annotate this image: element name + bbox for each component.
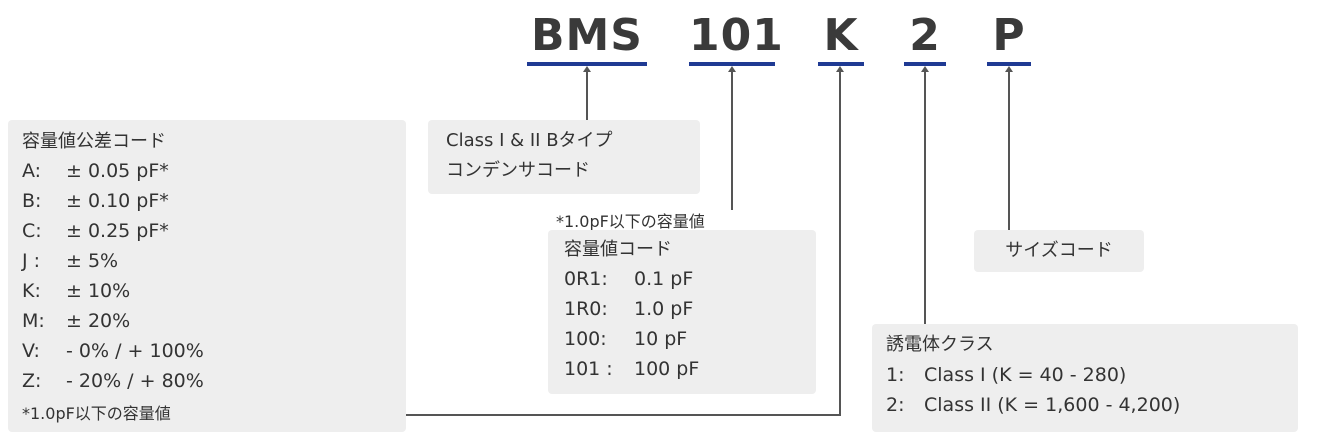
tolerance-box-title: 容量値公差コード — [22, 131, 166, 152]
tolerance-value: ± 20% — [66, 310, 131, 332]
capacitance-row: 101 : 100 pF — [564, 354, 816, 384]
code-size-underline — [987, 62, 1031, 66]
code-dielectric-underline — [904, 62, 946, 66]
capacitance-row: 1R0: 1.0 pF — [564, 294, 816, 324]
tolerance-row: M: ± 20% — [22, 306, 406, 336]
capacitance-footnote: *1.0pF以下の容量値 — [552, 208, 709, 232]
connector-size-line — [1008, 70, 1010, 230]
tolerance-row: C: ± 0.25 pF* — [22, 216, 406, 246]
tolerance-value: - 20% / + 80% — [66, 370, 204, 392]
code-capacitance-underline — [689, 62, 775, 66]
tolerance-value: ± 10% — [66, 280, 131, 302]
capacitance-value: 10 pF — [634, 328, 688, 350]
capacitance-value: 1.0 pF — [634, 298, 694, 320]
code-capacitance: 101 — [689, 10, 784, 61]
capacitance-value: 100 pF — [634, 358, 700, 380]
connector-series-line — [586, 70, 588, 120]
connector-tolerance-line-vertical — [839, 70, 841, 416]
dielectric-box-title: 誘電体クラス — [886, 334, 994, 355]
tolerance-code: C: — [22, 220, 42, 242]
tolerance-row: B: ± 0.10 pF* — [22, 186, 406, 216]
tolerance-code: B: — [22, 190, 42, 212]
dielectric-code: 1: — [886, 364, 905, 386]
dielectric-row: 2: Class II (K = 1,600 - 4,200) — [886, 390, 1298, 420]
tolerance-code: J : — [22, 250, 41, 272]
dielectric-code: 2: — [886, 394, 905, 416]
tolerance-code: A: — [22, 160, 42, 182]
dielectric-row: 1: Class I (K = 40 - 280) — [886, 360, 1298, 390]
tolerance-row: Z: - 20% / + 80% — [22, 366, 406, 396]
connector-dielectric-line — [924, 70, 926, 324]
connector-series-arrow — [583, 66, 591, 72]
capacitance-code: 101 : — [564, 358, 613, 380]
capacitance-code-box: 容量値コード 0R1: 0.1 pF 1R0: 1.0 pF 100: 10 pF 1… — [548, 230, 816, 394]
dielectric-value: Class I (K = 40 - 280) — [924, 364, 1127, 386]
capacitance-row: 0R1: 0.1 pF — [564, 264, 816, 294]
capacitance-code: 1R0: — [564, 298, 608, 320]
code-size: P — [992, 10, 1026, 61]
tolerance-code: Z: — [22, 370, 42, 392]
tolerance-row: V: - 0% / + 100% — [22, 336, 406, 366]
tolerance-row: A: ± 0.05 pF* — [22, 156, 406, 186]
capacitance-box-title: 容量値コード — [564, 239, 672, 260]
dielectric-value: Class II (K = 1,600 - 4,200) — [924, 394, 1181, 416]
tolerance-code-box: 容量値公差コード A: ± 0.05 pF* B: ± 0.10 pF* C: ± 0… — [8, 120, 406, 432]
connector-capacitance-line — [731, 70, 733, 210]
code-tolerance-underline — [818, 62, 864, 66]
capacitance-code: 100: — [564, 328, 607, 350]
tolerance-code: V: — [22, 340, 40, 362]
tolerance-value: ± 0.10 pF* — [66, 190, 169, 212]
tolerance-value: ± 0.25 pF* — [66, 220, 169, 242]
capacitance-code: 0R1: — [564, 268, 608, 290]
tolerance-value: - 0% / + 100% — [66, 340, 204, 362]
code-series-underline — [527, 62, 647, 66]
connector-capacitance-arrow — [728, 66, 736, 72]
capacitance-value: 0.1 pF — [634, 268, 694, 290]
code-dielectric: 2 — [909, 10, 941, 61]
capacitance-row: 100: 10 pF — [564, 324, 816, 354]
connector-tolerance-arrow — [836, 66, 844, 72]
code-series: BMS — [530, 10, 643, 61]
code-tolerance: K — [823, 10, 859, 61]
tolerance-value: ± 0.05 pF* — [66, 160, 169, 182]
series-box-line1: Class I & II Bタイプ — [446, 130, 613, 151]
size-box-label: サイズコード — [1005, 240, 1113, 261]
tolerance-value: ± 5% — [66, 250, 119, 272]
series-box-line2: コンデンサコード — [446, 160, 590, 181]
connector-tolerance-line-horizontal — [405, 414, 841, 416]
connector-dielectric-arrow — [921, 66, 929, 72]
connector-size-arrow — [1005, 66, 1013, 72]
tolerance-row: K: ± 10% — [22, 276, 406, 306]
dielectric-class-box: 誘電体クラス 1: Class I (K = 40 - 280) 2: Class … — [872, 324, 1298, 432]
size-code-box: サイズコード — [974, 230, 1144, 272]
tolerance-code: K: — [22, 280, 41, 302]
tolerance-footnote: *1.0pF以下の容量値 — [22, 404, 171, 423]
tolerance-code: M: — [22, 310, 45, 332]
series-code-box: Class I & II Bタイプ コンデンサコード — [428, 120, 700, 194]
tolerance-row: J : ± 5% — [22, 246, 406, 276]
